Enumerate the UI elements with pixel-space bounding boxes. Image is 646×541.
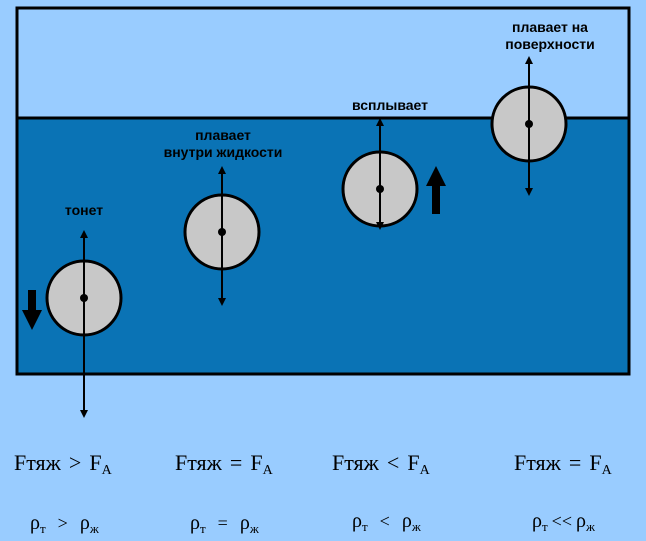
force-op: < bbox=[386, 450, 400, 475]
force-relation-2: Fтяж = FA bbox=[175, 450, 273, 478]
density-left-sub: т bbox=[541, 519, 548, 534]
force-right-sub: A bbox=[419, 463, 430, 478]
force-op: > bbox=[68, 450, 82, 475]
label-floats-inside-line2: внутри жидкости bbox=[163, 144, 283, 160]
rising-ball bbox=[341, 118, 419, 230]
down-arrow-icon bbox=[22, 290, 42, 330]
force-right: F bbox=[89, 450, 102, 475]
density-left: ρ bbox=[30, 512, 40, 534]
force-left: Fтяж bbox=[514, 450, 561, 475]
density-right: ρ bbox=[575, 510, 586, 532]
label-floats-surface: плавает на поверхности bbox=[490, 19, 610, 53]
density-left: ρ bbox=[352, 510, 362, 532]
density-relation-2: ρт=ρж bbox=[190, 512, 259, 536]
density-left-sub: т bbox=[199, 521, 206, 536]
density-right: ρ bbox=[401, 510, 412, 532]
floating-surface-ball bbox=[490, 56, 568, 196]
force-left: Fтяж bbox=[332, 450, 379, 475]
label-rises: всплывает bbox=[351, 97, 428, 113]
force-right: F bbox=[407, 450, 420, 475]
density-left-sub: т bbox=[39, 521, 46, 536]
force-right-sub: A bbox=[601, 463, 612, 478]
density-right: ρ bbox=[79, 512, 90, 534]
force-right-sub: A bbox=[101, 463, 112, 478]
force-op: = bbox=[229, 450, 243, 475]
label-floats-inside: плавает внутри жидкости bbox=[148, 127, 298, 161]
sinking-ball bbox=[45, 230, 123, 418]
density-relation-4: ρт<<ρж bbox=[532, 510, 595, 534]
density-right-sub: ж bbox=[585, 519, 595, 534]
density-op: << bbox=[551, 511, 572, 531]
floating-inside-ball bbox=[183, 166, 261, 306]
label-floats-surface-line2: поверхности bbox=[505, 36, 595, 52]
density-op: < bbox=[379, 511, 390, 531]
force-relation-1: Fтяж > FA bbox=[14, 450, 112, 478]
force-left: Fтяж bbox=[175, 450, 222, 475]
up-arrow-icon bbox=[426, 166, 446, 214]
density-left: ρ bbox=[532, 510, 542, 532]
force-relation-3: Fтяж < FA bbox=[332, 450, 430, 478]
force-right-sub: A bbox=[262, 463, 273, 478]
force-op: = bbox=[568, 450, 582, 475]
density-left-sub: т bbox=[361, 519, 368, 534]
force-left: Fтяж bbox=[14, 450, 61, 475]
force-right: F bbox=[589, 450, 602, 475]
density-relation-3: ρт<ρж bbox=[352, 510, 421, 534]
label-floats-surface-line1: плавает на bbox=[512, 19, 588, 35]
density-right-sub: ж bbox=[249, 521, 259, 536]
density-relation-1: ρт>ρж bbox=[30, 512, 99, 536]
density-left: ρ bbox=[190, 512, 200, 534]
force-right: F bbox=[250, 450, 263, 475]
density-op: > bbox=[57, 513, 68, 533]
density-op: = bbox=[217, 513, 228, 533]
label-floats-inside-line1: плавает bbox=[195, 127, 251, 143]
density-right-sub: ж bbox=[89, 521, 99, 536]
density-right: ρ bbox=[239, 512, 250, 534]
label-sinks: тонет bbox=[64, 202, 104, 218]
force-relation-4: Fтяж = FA bbox=[514, 450, 612, 478]
density-right-sub: ж bbox=[411, 519, 421, 534]
